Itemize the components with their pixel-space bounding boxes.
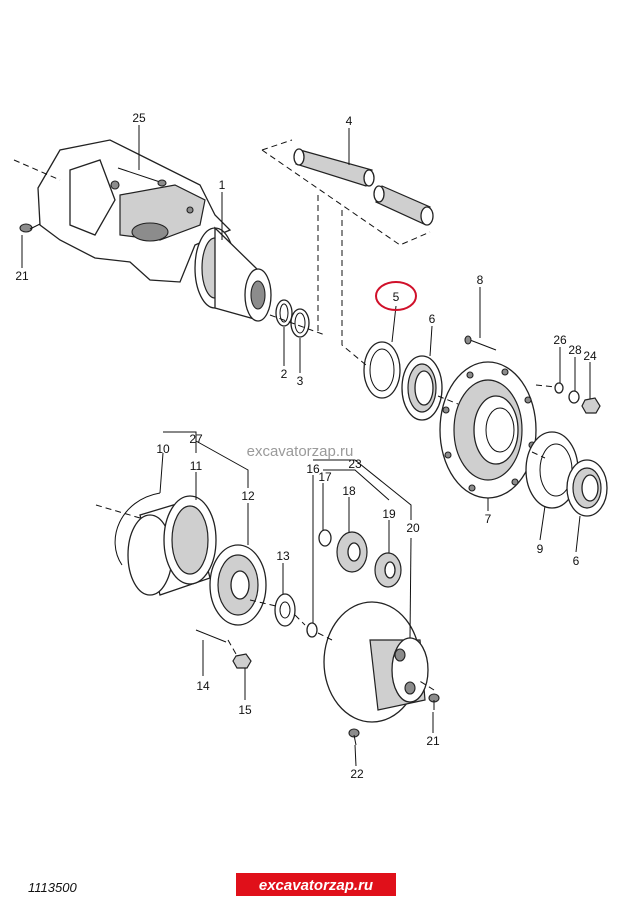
callout-11: 11: [190, 459, 203, 473]
washer-17-part: [318, 529, 332, 547]
callout-19: 19: [382, 507, 396, 521]
wheel-stud-8-part: [464, 335, 497, 351]
callout-6-upper: 6: [429, 312, 436, 326]
wheel-hub-7-part: [439, 361, 537, 499]
callout-4: 4: [346, 114, 353, 128]
callout-28: 28: [568, 343, 582, 357]
planet-gear-18-part: [336, 531, 368, 573]
callout-14: 14: [196, 679, 210, 693]
callout-17: 17: [318, 470, 332, 484]
callout-7: 7: [485, 512, 492, 526]
callout-9: 9: [537, 542, 544, 556]
callout-2: 2: [281, 367, 288, 381]
diagram-code: 1113500: [28, 880, 77, 895]
bolt-25-part: [117, 167, 167, 187]
callout-12: 12: [241, 489, 255, 503]
callout-8: 8: [477, 273, 484, 287]
thrust-plate-13-part: [274, 593, 296, 627]
callout-26: 26: [553, 333, 567, 347]
ring-gear-11-part: [127, 495, 217, 596]
seal-5-part: [363, 341, 401, 399]
planet-gear-19-part: [374, 552, 402, 588]
callout-16: 16: [306, 462, 320, 476]
callout-20: 20: [406, 521, 420, 535]
callout-5: 5: [393, 290, 400, 304]
callout-13: 13: [276, 549, 290, 563]
snap-ring-10-part: [114, 492, 161, 566]
bolt-22-part: [348, 728, 360, 746]
callout-18: 18: [342, 484, 356, 498]
callout-15: 15: [238, 703, 252, 717]
washer-28-part: [568, 390, 580, 404]
dashed-assembly-lines: [13, 139, 557, 691]
callout-25: 25: [132, 111, 146, 125]
callout-1: 1: [219, 178, 226, 192]
nut-15-part: [232, 653, 252, 669]
callout-21-left: 21: [15, 269, 29, 283]
callout-6-lower: 6: [573, 554, 580, 568]
callout-3: 3: [297, 374, 304, 388]
thrust-washer-16-part: [306, 622, 318, 638]
callout-24: 24: [583, 349, 597, 363]
highlight-circle-part-5: [375, 281, 417, 311]
callout-10: 10: [156, 442, 170, 456]
snap-ring-2-part: [275, 299, 293, 327]
callout-21-right: 21: [426, 734, 440, 748]
washer-26-part: [554, 382, 564, 394]
bolt-14-part: [195, 629, 227, 643]
bolt-21-right-part: [428, 693, 440, 710]
planet-carrier-20-part: [323, 601, 429, 723]
seal-9-part: [525, 431, 579, 509]
leader-lines: [21, 125, 591, 767]
gear-hub-12-part: [209, 544, 267, 626]
drive-shaft-4-part: [293, 148, 434, 226]
bolt-21-left-part: [19, 223, 41, 233]
axle-housing-part: [37, 139, 272, 322]
watermark-badge-text: excavatorzap.ru: [259, 877, 373, 894]
callout-23: 23: [348, 457, 362, 471]
ring-3-part: [290, 308, 310, 338]
callout-22: 22: [350, 767, 364, 781]
nut-24-part: [581, 397, 601, 414]
bearing-6-upper-part: [401, 355, 443, 421]
bearing-6-lower-part: [566, 459, 608, 517]
callout-27: 27: [189, 432, 203, 446]
watermark-text: excavatorzap.ru: [247, 443, 354, 460]
callout-labels: 25 1 4 21 8 5 6 26 28 24 2 3 27 10 11 12…: [15, 111, 597, 781]
watermark-badge: [236, 873, 396, 896]
